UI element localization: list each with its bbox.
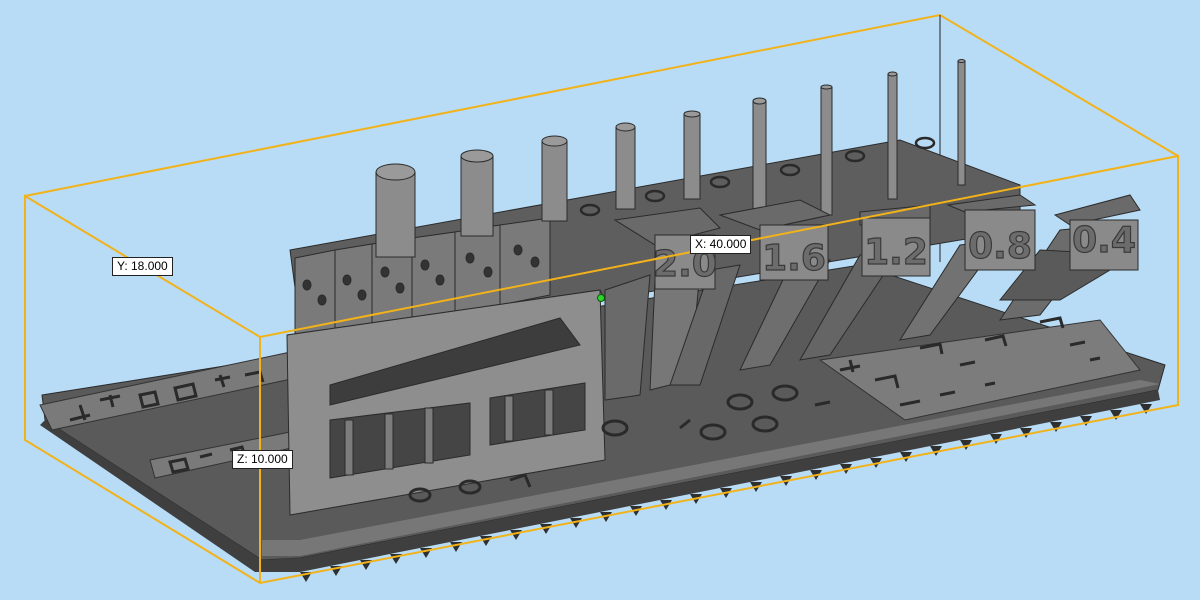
size-label-5: 0.4 [1072, 220, 1136, 261]
right-text-strip [818, 316, 1141, 421]
pin-array [375, 59, 966, 258]
size-blocks: 2.0 1.6 1.2 0.8 0.4 [613, 194, 1141, 290]
z-dimension-label: Z: 10.000 [232, 450, 293, 469]
x-dimension-label: X: 40.000 [690, 235, 752, 254]
left-text-strip [39, 349, 311, 479]
size-label-2: 1.6 [762, 238, 826, 279]
ridge-markers [579, 136, 936, 217]
y-dimension-label: Y: 18.000 [112, 257, 173, 276]
front-frame [286, 289, 606, 516]
fin-array [294, 217, 551, 339]
base-markers [408, 384, 831, 503]
size-label-4: 0.8 [968, 226, 1032, 267]
size-label-3: 1.2 [864, 232, 928, 273]
size-label-1: 2.0 [653, 244, 717, 285]
pivot-point[interactable] [597, 294, 605, 302]
